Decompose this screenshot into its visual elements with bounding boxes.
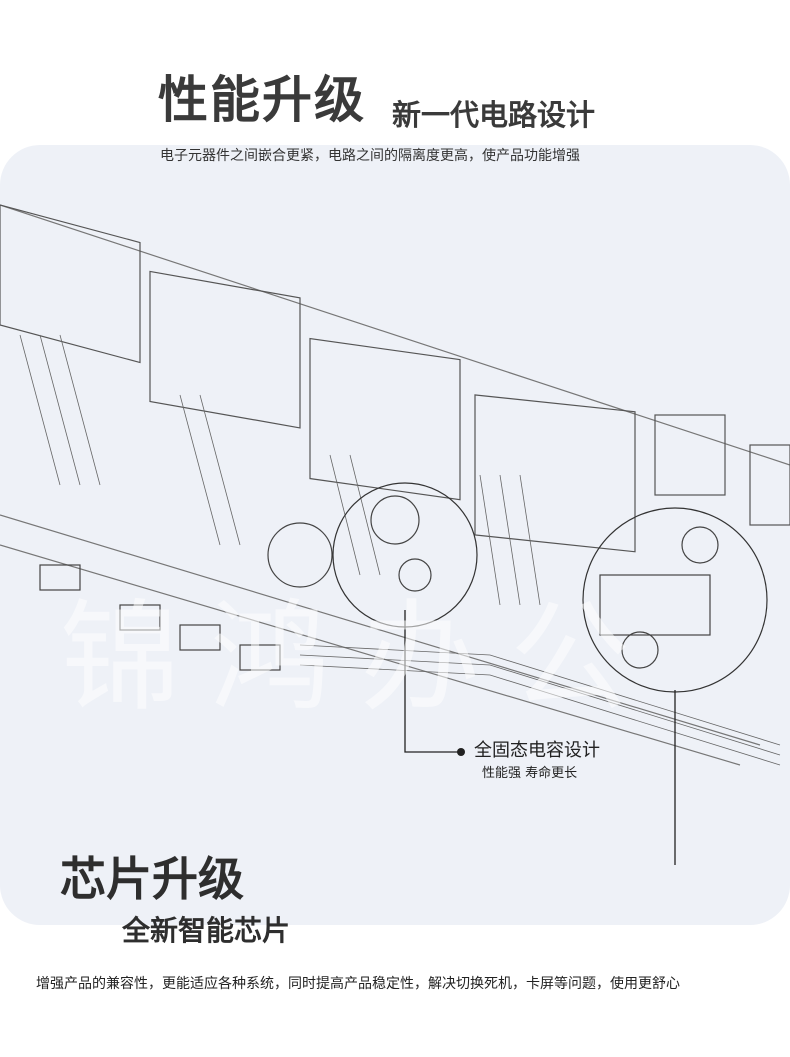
capacitor-callout-line <box>404 610 460 753</box>
watermark: 锦鸿办公 <box>60 589 660 728</box>
capacitor-callout-dot <box>457 748 465 756</box>
chip-section-title: 芯片升级 <box>60 852 244 906</box>
page-subtitle: 新一代电路设计 <box>392 98 596 132</box>
pcb-outline <box>0 204 790 766</box>
components <box>39 495 719 671</box>
page-title: 性能升级 <box>158 71 366 129</box>
chip-description: 增强产品的兼容性，更能适应各种系统，同时提高产品稳定性，解决切换死机，卡屏等问题… <box>36 976 680 992</box>
chip-callout-line <box>674 690 676 865</box>
capacitor-callout-subtitle: 性能强 寿命更长 <box>482 766 578 781</box>
vga-connectors <box>0 204 790 553</box>
chip-section-subtitle: 全新智能芯片 <box>122 914 291 947</box>
circuit-board-illustration <box>0 204 790 865</box>
background-panel <box>0 145 790 925</box>
capacitor-callout-title: 全固态电容设计 <box>474 740 600 761</box>
header-caption: 电子元器件之间嵌合更紧，电路之间的隔离度更高，使产品功能增强 <box>160 148 580 164</box>
